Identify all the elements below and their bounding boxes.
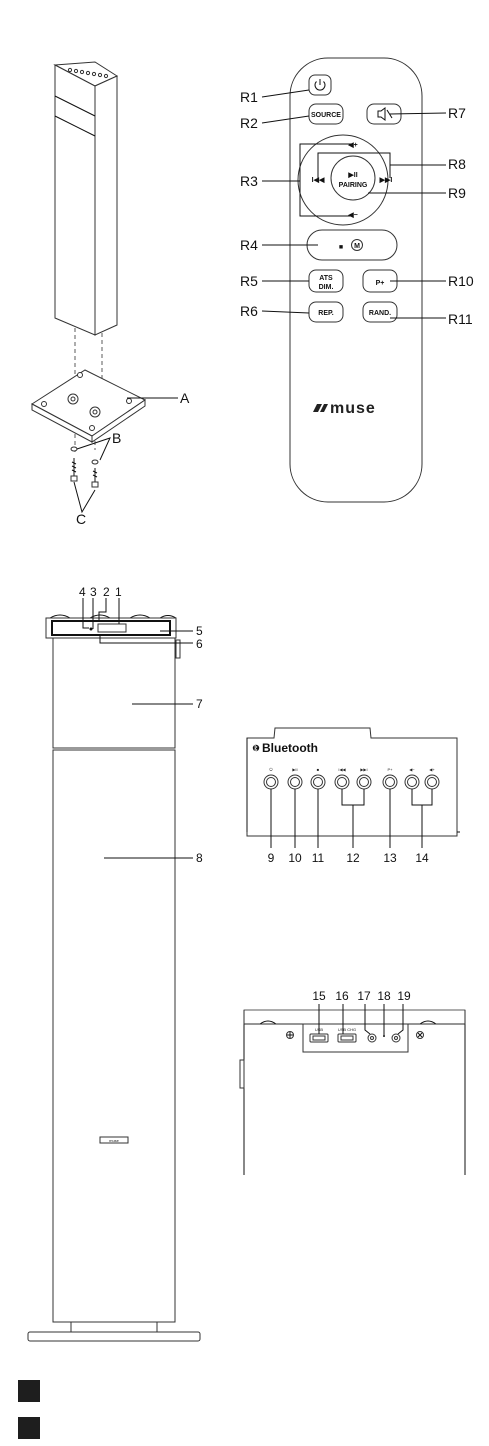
pairing-label: PAIRING: [339, 182, 368, 189]
label-a: A: [180, 390, 190, 406]
label-r9: R9: [448, 185, 466, 201]
label-r10: R10: [448, 273, 474, 289]
bluetooth-label: Bluetooth: [262, 741, 318, 755]
stop-label: ■: [339, 244, 343, 251]
label-1: 1: [115, 585, 122, 599]
tower-front-view: muse 4 3 2 1 5 6 7 8: [28, 585, 203, 1341]
label-8: 8: [196, 851, 203, 865]
top-control-panel: Bluetooth ⏻ ▶II ■ I◀◀ ▶▶I P+ ◀−: [247, 728, 460, 865]
fm-antenna: [383, 1035, 385, 1037]
svg-text:USB CHG: USB CHG: [338, 1027, 356, 1032]
label-7: 7: [196, 697, 203, 711]
svg-text:P+: P+: [387, 767, 393, 772]
svg-text:◀−: ◀−: [409, 767, 415, 772]
base-plate: [32, 370, 145, 442]
upper-speaker-box: [53, 638, 175, 748]
label-16: 16: [335, 989, 349, 1003]
remote-control: SOURCE ▶II PAIRING ◀+ ◀− I◀◀ ▶▶I ■ M ATS…: [240, 58, 474, 502]
label-18: 18: [377, 989, 391, 1003]
label-c: C: [76, 511, 86, 527]
preset-label: P+: [376, 280, 385, 287]
label-r8: R8: [448, 156, 466, 172]
label-15: 15: [312, 989, 326, 1003]
front-badge-text: muse: [109, 1138, 120, 1143]
label-r1: R1: [240, 89, 258, 105]
speaker-column: [53, 750, 175, 1322]
label-r4: R4: [240, 237, 258, 253]
rear-screw-right: [417, 1032, 424, 1039]
rand-label: RAND.: [369, 310, 391, 317]
svg-text:◀+: ◀+: [429, 767, 435, 772]
label-6: 6: [196, 637, 203, 651]
label-r5: R5: [240, 273, 258, 289]
screw-c-right: [92, 468, 98, 487]
label-12: 12: [346, 851, 360, 865]
screw-c-left: [71, 458, 77, 481]
display-screen: [98, 624, 126, 632]
label-13: 13: [383, 851, 397, 865]
tower-assembly: A B C: [32, 62, 190, 527]
label-r6: R6: [240, 303, 258, 319]
rep-label: REP.: [318, 310, 333, 317]
label-2: 2: [103, 585, 110, 599]
ir-sensor: [90, 628, 93, 631]
svg-text:▶II: ▶II: [292, 767, 297, 772]
tower-side-face: [95, 76, 117, 335]
label-17: 17: [357, 989, 371, 1003]
tower-base: [28, 1332, 200, 1341]
dim-label: DIM.: [319, 284, 334, 291]
mode-label: M: [354, 243, 360, 250]
language-swatch-2: [18, 1417, 40, 1439]
label-5: 5: [196, 624, 203, 638]
prev-label[interactable]: I◀◀: [312, 177, 325, 184]
label-4: 4: [79, 585, 86, 599]
label-9: 9: [268, 851, 275, 865]
vol-up-label[interactable]: ◀+: [347, 142, 357, 149]
label-19: 19: [397, 989, 411, 1003]
ats-label: ATS: [319, 275, 333, 282]
rear-screw-left: [287, 1032, 294, 1039]
label-3: 3: [90, 585, 97, 599]
washer-b-left: [71, 447, 77, 451]
svg-text:I◀◀: I◀◀: [338, 767, 346, 772]
label-14: 14: [415, 851, 429, 865]
language-swatch-1: [18, 1380, 40, 1402]
label-r11: R11: [448, 311, 473, 327]
remote-brand: muse: [330, 400, 376, 417]
label-r7: R7: [448, 105, 466, 121]
rear-panel: USB USB CHG 15 16 17 18 19: [240, 989, 465, 1175]
next-label[interactable]: ▶▶I: [379, 177, 393, 184]
play-pause-label: ▶II: [347, 172, 357, 179]
label-10: 10: [288, 851, 302, 865]
source-label: SOURCE: [311, 112, 341, 119]
label-r3: R3: [240, 173, 258, 189]
label-b: B: [112, 430, 121, 446]
svg-text:▶▶I: ▶▶I: [360, 767, 367, 772]
label-11: 11: [312, 851, 325, 865]
label-r2: R2: [240, 115, 258, 131]
washer-b-right: [92, 460, 98, 464]
